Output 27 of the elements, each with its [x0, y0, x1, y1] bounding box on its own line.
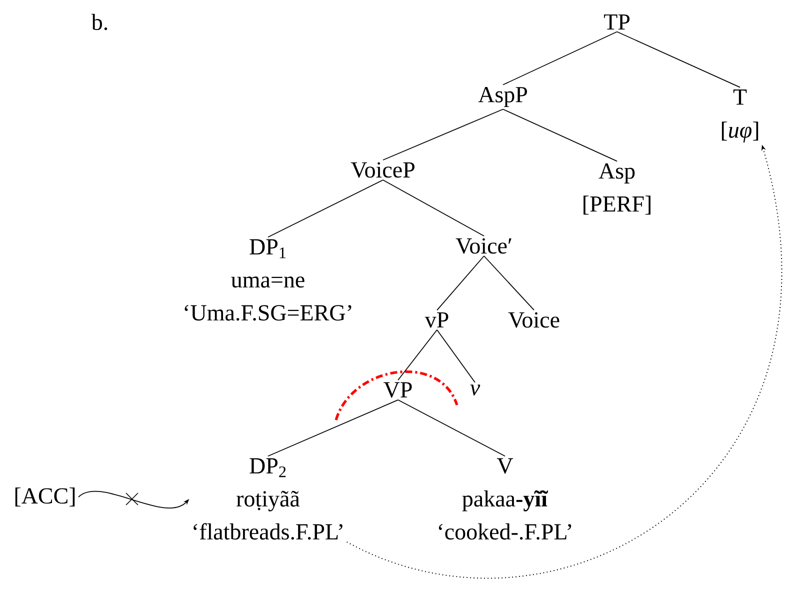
branch-line	[616, 31, 740, 88]
branch-line	[398, 329, 438, 381]
branch-line	[484, 256, 534, 310]
branch-line	[436, 256, 484, 311]
tree-node-label: VP	[384, 382, 412, 398]
tree-node-label: VoiceP	[350, 162, 414, 178]
branch-line	[268, 180, 384, 238]
tree-node-label: v	[470, 384, 480, 396]
tree-node-label: vP	[424, 312, 448, 328]
tree-node-label: Asp [PERF]	[584, 163, 650, 215]
branch-line	[382, 180, 484, 236]
tree-node-label: DP$_{1}$ uma=ne ‘Uma.F.SG=ERG’	[184, 239, 352, 321]
tree-node-label: V pakaa-yĩĩ ‘cooked-.F.PL’	[438, 458, 572, 540]
tree-node-label: TP	[604, 14, 630, 30]
tree-node-label: T [uφ]	[722, 90, 758, 142]
tree-node-label: Voice′	[456, 238, 512, 254]
branch-line	[398, 399, 506, 457]
branch-line	[382, 108, 504, 160]
tree-node-label: Voice	[508, 312, 560, 328]
panel-letter: b.	[91, 14, 108, 30]
branch-line	[502, 108, 618, 162]
tree-node-label: [ACC]	[15, 487, 75, 507]
tree-node-label: DP$_{2}$ roṭiyãã ‘flatbreads.F.PL’	[194, 458, 342, 540]
branch-line	[502, 31, 618, 86]
branch-line	[268, 399, 398, 457]
branch-line	[436, 329, 476, 383]
tree-node-label: AspP	[478, 86, 527, 108]
